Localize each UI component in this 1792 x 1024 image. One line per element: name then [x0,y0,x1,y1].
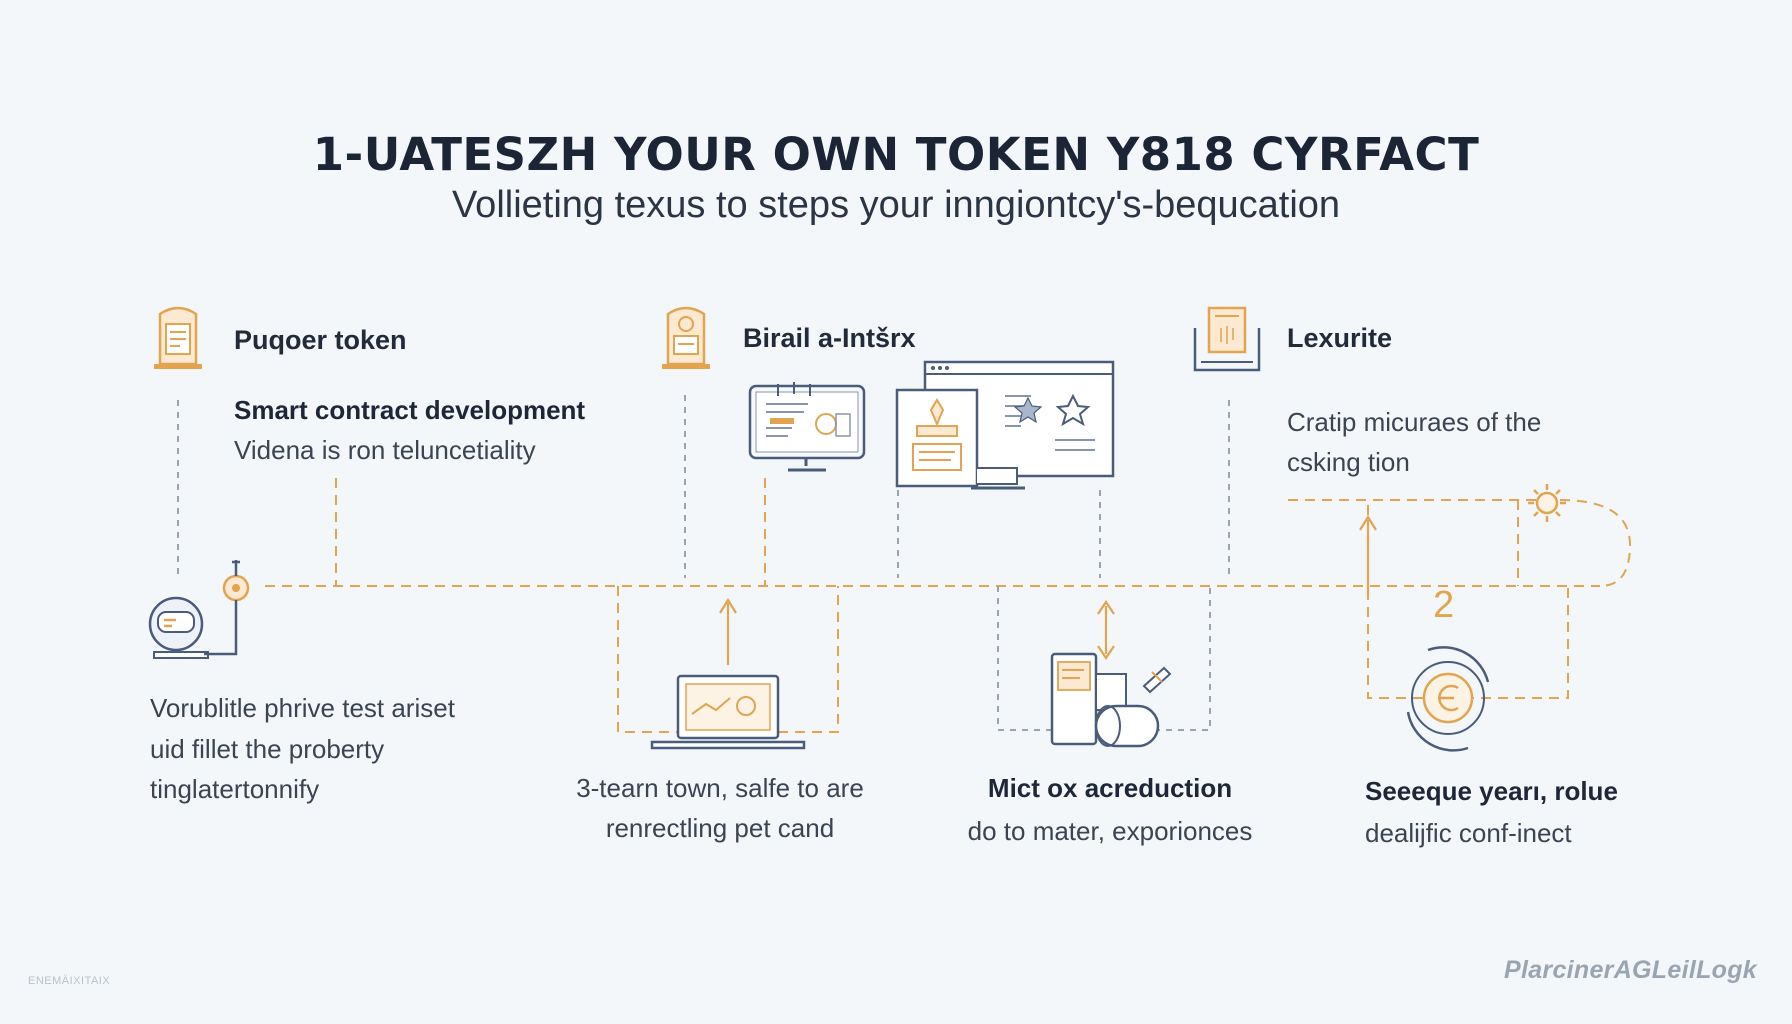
laptop-icon [650,674,806,750]
gear-doc-icon [662,306,710,369]
step-label-3: Lexurite [1287,323,1393,353]
browser-window-icon [895,360,1115,490]
bottom-step-4-line1: dealijfic conf-inect [1365,818,1572,848]
coin-cycle-icon [1406,646,1490,752]
page-title: 1-UATESZH YOUR OWN TOKEN Y818 CYRFACT [312,128,1480,181]
watermark: ENEMÄIXITAIX [28,975,111,987]
step-label-1: Puqoer token [234,325,407,355]
page-subtitle: Vollieting texus to steps your inngiontc… [451,184,1341,226]
step-label-2: Birail a-Intšrx [743,323,916,353]
bottom-step-1-line3: tinglatertonnify [150,774,320,804]
bottom-step-1-line2: uid fillet the proberty [150,734,385,764]
devices-icon [1050,652,1172,748]
bottom-step-2-line1: 3-tearn town, salfe to are [576,773,864,803]
step-subheading-1: Smart contract development [234,395,586,425]
brand-logo: PlarcinerAGLeilLogk [1504,956,1757,984]
bottom-step-1-line1: Vorublitle phrive test ariset [150,693,455,723]
bottom-step-3-title: Mict ox acreduction [987,773,1233,803]
bottom-step-2-line2: renrectling pet cand [605,813,835,843]
monitor-icon [748,382,866,472]
bottom-step-3-line1: do to mater, exporionces [967,816,1253,846]
step-description-1: Videna is ron teluncetiality [234,435,536,465]
gear-sun-icon [1528,484,1566,522]
step-description-3-line2: csking tion [1287,447,1410,477]
step-number: 2 [1433,584,1455,626]
step-description-3-line1: Cratip micuraes of the [1287,407,1542,437]
bottom-step-4-title: Seeeque yearı, rolue [1365,776,1618,806]
smart-contract-doc-icon [154,306,202,369]
wallet-doc-icon [1193,306,1261,372]
robot-assistant-icon [148,560,250,659]
